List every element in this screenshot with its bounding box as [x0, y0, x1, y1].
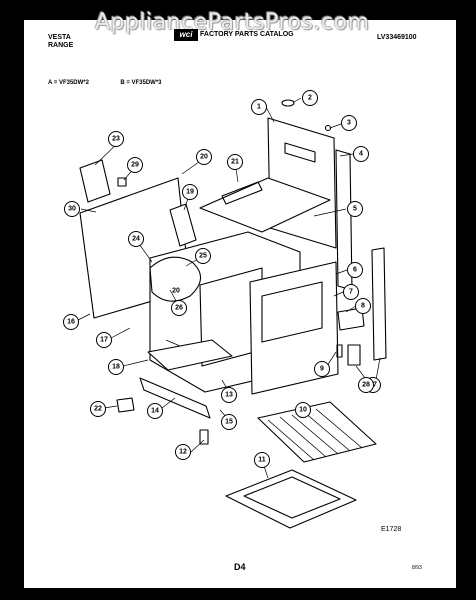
svg-text:9: 9 [320, 366, 324, 373]
callout-9: 9 [314, 361, 330, 377]
callout-6: 6 [347, 262, 363, 278]
rear-panel-vent [284, 142, 316, 163]
broiler-pan [225, 469, 357, 529]
svg-text:26: 26 [175, 305, 183, 312]
page-label: D4 [234, 562, 246, 572]
svg-text:25: 25 [199, 253, 207, 260]
heat-shield [79, 159, 111, 203]
svg-text:7: 7 [349, 289, 353, 296]
callout-2: 2 [302, 90, 318, 106]
callout-16: 16 [63, 314, 79, 330]
svg-text:2: 2 [308, 95, 312, 102]
oven-rack [257, 401, 377, 463]
svg-text:13: 13 [225, 392, 233, 399]
callout-21: 21 [227, 154, 243, 170]
svg-text:24: 24 [132, 236, 140, 243]
svg-text:8: 8 [361, 303, 365, 310]
bracket-22 [116, 397, 135, 413]
callout-24: 24 [128, 231, 144, 247]
callout-25: 25 [195, 248, 211, 264]
broiler-pan-inner [243, 476, 341, 519]
brand-line-1: VESTA [48, 34, 71, 41]
callout-30: 30 [64, 201, 80, 217]
svg-text:20: 20 [200, 154, 208, 161]
model-a: A = VF35DW*2 [48, 80, 89, 86]
svg-text:30: 30 [68, 206, 76, 213]
svg-text:28: 28 [362, 382, 370, 389]
screw-2 [281, 99, 295, 107]
callout-22: 22 [90, 401, 106, 417]
door-hinge [337, 307, 365, 331]
print-date: 8/93 [412, 565, 422, 571]
svg-text:4: 4 [359, 151, 363, 158]
callout-18: 18 [108, 359, 124, 375]
callout-20-label: 20 [172, 288, 180, 295]
side-trim [371, 247, 387, 361]
leveling-leg [199, 429, 209, 445]
svg-text:29: 29 [131, 162, 139, 169]
svg-text:6: 6 [353, 267, 357, 274]
callout-29: 29 [127, 157, 143, 173]
callout-15: 15 [221, 414, 237, 430]
svg-text:21: 21 [231, 159, 239, 166]
svg-text:5: 5 [353, 206, 357, 213]
svg-text:1: 1 [257, 104, 261, 111]
svg-text:10: 10 [299, 407, 307, 414]
svg-text:18: 18 [112, 364, 120, 371]
callout-28-label: 28 [358, 377, 374, 393]
callout-11: 11 [254, 452, 270, 468]
callout-20-upper: 20 [196, 149, 212, 165]
svg-text:19: 19 [186, 189, 194, 196]
svg-text:17: 17 [100, 337, 108, 344]
callout-10: 10 [295, 402, 311, 418]
svg-text:23: 23 [112, 136, 120, 143]
svg-text:20: 20 [172, 288, 180, 295]
svg-text:15: 15 [225, 419, 233, 426]
watermark: AppliancePartsPros.com [95, 10, 370, 35]
lower-front-frame [147, 339, 233, 371]
model-legend: A = VF35DW*2 B = VF35DW*3 [48, 80, 162, 86]
insulation-24-25 [149, 256, 202, 302]
callout-5: 5 [347, 201, 363, 217]
bracket-19 [169, 203, 197, 247]
screw-3 [324, 124, 332, 132]
door-window [261, 281, 323, 343]
svg-text:16: 16 [67, 319, 75, 326]
brand-label: VESTA RANGE [48, 34, 73, 50]
model-b: B = VF35DW*3 [120, 80, 162, 86]
clip-29 [117, 177, 127, 187]
callout-7: 7 [343, 284, 359, 300]
top-bracket [221, 181, 263, 205]
callout-1: 1 [251, 99, 267, 115]
svg-text:12: 12 [179, 449, 187, 456]
callout-4: 4 [353, 146, 369, 162]
top-panel [199, 177, 331, 233]
svg-text:11: 11 [258, 457, 266, 464]
callout-19: 19 [182, 184, 198, 200]
callout-8: 8 [355, 298, 371, 314]
callout-3: 3 [341, 115, 357, 131]
svg-text:22: 22 [94, 406, 102, 413]
callout-14: 14 [147, 403, 163, 419]
callout-17: 17 [96, 332, 112, 348]
document-number: LV33469100 [377, 34, 417, 41]
figure-code: E1728 [381, 526, 402, 533]
wci-logo: wci [174, 29, 198, 41]
callout-23: 23 [108, 131, 124, 147]
svg-text:3: 3 [347, 120, 351, 127]
catalog-title: FACTORY PARTS CATALOG [200, 31, 294, 38]
pin-9 [336, 344, 343, 358]
rack-bars [267, 408, 363, 461]
callout-12: 12 [175, 444, 191, 460]
plate-28 [347, 344, 361, 366]
svg-text:14: 14 [151, 408, 159, 415]
callout-13: 13 [221, 387, 237, 403]
callout-26: 26 [171, 300, 187, 316]
brand-line-2: RANGE [48, 42, 74, 49]
oven-door [249, 261, 339, 395]
